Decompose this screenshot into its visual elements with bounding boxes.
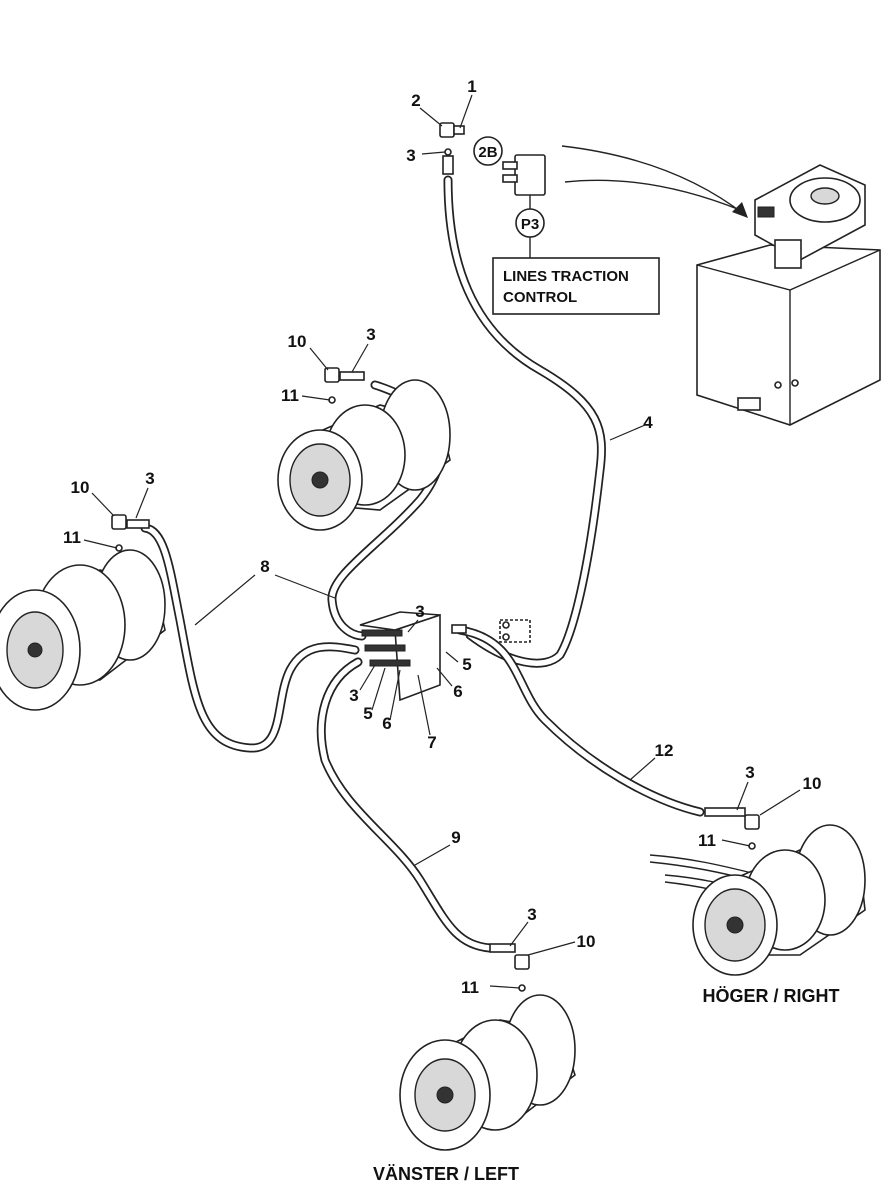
top-fitting [439,122,465,175]
callout-2: 2 [411,91,420,110]
callout-numbers: 1 2 3 10 3 11 4 10 3 11 8 3 5 6 3 5 6 7 … [63,77,821,997]
callout-3-mid: 3 [366,325,375,344]
callout-8: 8 [260,557,269,576]
callout-5-block-right: 5 [462,655,471,674]
callout-10-mid: 10 [288,332,307,351]
motor-right [692,807,866,976]
callout-3-left: 3 [145,469,154,488]
caption-left: VÄNSTER / LEFT [373,1164,519,1184]
leaders [83,94,801,989]
motor-mid [277,367,451,531]
motor-left [0,514,166,711]
valve-block [502,154,546,210]
callout-3-block-left: 3 [349,686,358,705]
callout-3-right: 3 [745,763,754,782]
callout-6-block-left: 6 [382,714,391,733]
arrow-upper [561,145,746,216]
valve-2b-marker [473,136,503,166]
callout-3-bottom: 3 [527,905,536,924]
callout-9: 9 [451,828,460,847]
callout-1: 1 [467,77,476,96]
callout-5-block-left: 5 [363,704,372,723]
box-line-2: CONTROL [503,289,577,306]
arrow-lower [564,179,741,211]
hose-9 [316,657,495,953]
hydraulic-tank [696,164,881,426]
hose-12 [455,625,705,817]
callout-12: 12 [655,741,674,760]
port-p3-label: P3 [521,216,539,233]
callout-7: 7 [427,733,436,752]
callout-3-top: 3 [406,146,415,165]
callout-11-right: 11 [698,831,716,850]
callout-10-left: 10 [71,478,90,497]
valve-2b-label: 2B [478,144,497,161]
callout-11-mid: 11 [281,386,299,405]
callout-10-right: 10 [803,774,822,793]
callout-11-left: 11 [63,528,81,547]
caption-right: HÖGER / RIGHT [702,986,839,1006]
callout-3-block-top: 3 [415,602,424,621]
callout-6-block-right: 6 [453,682,462,701]
lines-traction-control-box [492,257,660,315]
box-line-1: LINES TRACTION [503,268,629,285]
motor-bottom [399,943,576,1151]
callout-10-bottom: 10 [577,932,596,951]
callout-11-bottom: 11 [461,978,479,997]
callout-4: 4 [643,413,653,432]
